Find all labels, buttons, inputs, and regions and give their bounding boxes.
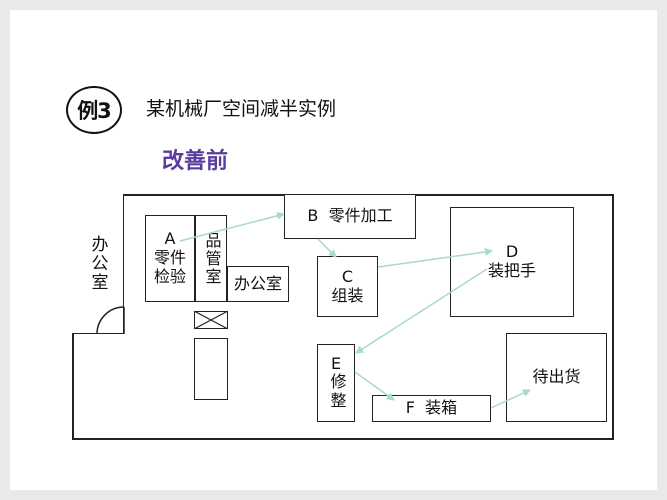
station-a-parts-inspection: A 零件 检验 <box>145 215 195 302</box>
office-left: 办公室 <box>72 194 124 334</box>
shipping-area: 待出货 <box>506 333 607 422</box>
example-badge: 例3 <box>66 86 122 134</box>
station-f-packing: F 装箱 <box>372 395 491 422</box>
subtitle: 改善前 <box>162 149 229 174</box>
station-d-letter: D <box>505 242 519 262</box>
station-a-line1: 零件 <box>153 248 186 268</box>
shipping-label: 待出货 <box>532 367 581 387</box>
crossed-box <box>194 311 228 329</box>
station-c-name: 组装 <box>331 285 364 305</box>
quality-room-label: 品管室 <box>202 231 222 286</box>
office-mid-label: 办公室 <box>233 273 282 293</box>
wall-bottom <box>72 438 614 440</box>
empty-table <box>194 338 228 400</box>
station-a-line2: 检验 <box>153 266 186 286</box>
station-e-name: 修整 <box>327 373 347 412</box>
station-c-letter: C <box>341 266 354 286</box>
office-left-label: 办公室 <box>87 235 108 292</box>
station-f-label: F 装箱 <box>405 398 458 418</box>
office-mid: 办公室 <box>227 266 289 302</box>
station-b-parts-processing: B 零件加工 <box>284 194 416 239</box>
station-d-handle-mounting: D 装把手 <box>450 207 574 317</box>
station-c-assembly: C 组装 <box>317 256 378 317</box>
example-label: 例3 <box>77 99 112 123</box>
station-a-letter: A <box>164 229 176 249</box>
page-title: 某机械厂空间减半实例 <box>146 98 337 120</box>
station-b-label: B 零件加工 <box>307 206 393 226</box>
station-e-letter: E <box>330 353 342 373</box>
wall-right <box>612 194 614 440</box>
station-d-name: 装把手 <box>487 261 536 280</box>
quality-room: 品管室 <box>195 215 227 302</box>
station-e-trimming: E 修整 <box>317 344 355 422</box>
